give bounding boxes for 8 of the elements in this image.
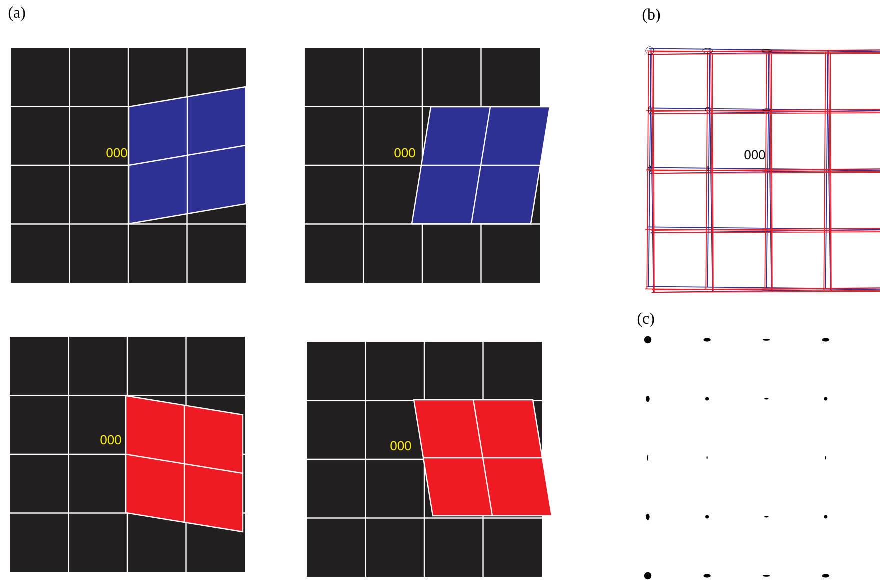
- index-label: 000: [390, 441, 412, 451]
- panel-label: (c): [638, 312, 654, 328]
- panel-label: (b): [642, 8, 660, 24]
- index-label: 000: [394, 148, 416, 158]
- index-label: 000: [100, 435, 122, 445]
- index-label: 000: [106, 148, 128, 158]
- panel-label: (a): [8, 6, 26, 22]
- index-label: 000: [744, 150, 766, 160]
